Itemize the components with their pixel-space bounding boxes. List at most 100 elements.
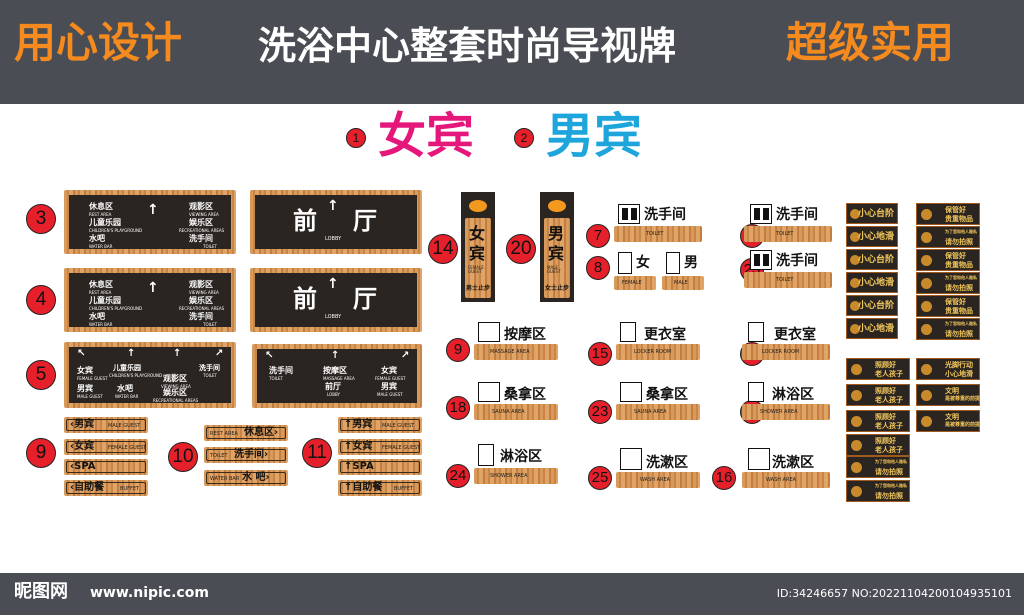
sign-en: FEMALE <box>622 280 642 286</box>
sign-cn: 洗手间 <box>644 207 686 223</box>
door-en: FEMALE GUEST <box>468 265 484 274</box>
notice-line-1: 光脚行动 <box>945 361 973 369</box>
label-toilet-en: TOILET <box>203 244 217 249</box>
notice-line-1: 照顾好 <box>875 361 896 369</box>
sign-cn: 按摩区 <box>504 327 546 343</box>
arrow-up-icon: ↑ <box>147 280 159 296</box>
notice-line-2: 是被尊重的前提 <box>945 422 981 428</box>
lobby-char-left: 前 <box>293 285 317 313</box>
label-rest-en: REST AREA <box>89 212 112 217</box>
door-char-2: 宾 <box>469 244 486 263</box>
door-char-1: 男 <box>548 224 565 243</box>
strip-label-en: TOILET <box>210 453 228 459</box>
sign-catalog: 1 女宾 2 男宾 3 休息区 REST AREA 儿童乐园 CHILDREN'… <box>0 104 1024 573</box>
label-female-en: FEMALE GUEST <box>375 376 406 381</box>
female-icon <box>618 252 632 274</box>
notice-line-1: 为了您和他人隐私 <box>945 275 977 280</box>
label-toilet: 洗手间 <box>189 312 213 321</box>
caution-sign: 小心台阶 <box>846 295 898 316</box>
label-bar: 水吧 <box>117 384 133 393</box>
warning-icon <box>850 255 860 265</box>
notice-line-2: 老人孩子 <box>875 446 903 454</box>
sign-en: SAUNA AREA <box>492 409 525 415</box>
label-male-en: MALE GUEST <box>77 394 103 399</box>
strip-rest-area: REST AREA 休息区› <box>204 425 288 441</box>
label-bar-en: WATER BAR <box>89 244 113 249</box>
sign-cn: 淋浴区 <box>500 449 542 465</box>
male-plate: MALE <box>662 276 704 290</box>
badge-11: 11 <box>302 438 332 468</box>
notice-sign: 光脚行动小心地滑 <box>916 358 980 380</box>
sauna-sign-18: SAUNA AREA <box>474 404 558 420</box>
strip-male-guest: ‹男宾 MALE GUEST <box>64 417 148 433</box>
notice-icon <box>851 462 862 473</box>
label-view-en: VIEWING AREA <box>189 212 219 217</box>
footer-bar: 昵图网 www.nipic.com ID:34246657 NO:2022110… <box>0 573 1024 615</box>
notice-line-2: 请勿拍照 <box>945 238 973 246</box>
label-rec: 娱乐区 <box>189 296 213 305</box>
door-sign-female: 女 宾 FEMALE GUEST 男士止步 <box>461 192 495 302</box>
badge-2: 2 <box>514 128 534 148</box>
footer-url[interactable]: www.nipic.com <box>90 585 209 601</box>
door-sign-male: 男 宾 MALE GUEST 女士止步 <box>540 192 574 302</box>
notice-line-2: 贵重物品 <box>945 261 973 269</box>
notice-icon <box>851 364 862 375</box>
strip-toilet: TOILET 洗手间› <box>204 447 288 463</box>
badge-1: 1 <box>346 128 366 148</box>
wash-sign-25: WASH AREA <box>616 472 700 488</box>
caution-text: 小心台阶 <box>857 301 894 311</box>
label-lobby-en: LOBBY <box>327 392 340 397</box>
door-en: MALE GUEST <box>547 265 561 274</box>
male-icon <box>666 252 680 274</box>
arrow-up-icon: ↑ <box>327 276 339 292</box>
caution-text: 小心地滑 <box>857 232 894 242</box>
notice-sign: 照顾好老人孩子 <box>846 384 910 406</box>
strip-female-guest: ‹女宾 FEMALE GUEST <box>64 439 148 455</box>
strip-spa-up: ↑SPA <box>338 459 422 475</box>
strip-label-en: REST AREA <box>210 431 238 437</box>
sign-cn: 桑拿区 <box>504 387 546 403</box>
strip-label: 水 吧 <box>242 472 266 483</box>
sign-en: MASSAGE AREA <box>490 349 530 355</box>
badge-16: 16 <box>712 466 736 490</box>
sign-en: MALE <box>674 280 688 286</box>
door-char-2: 宾 <box>548 244 565 263</box>
warning-icon <box>850 232 860 242</box>
notice-sign: 照顾好老人孩子 <box>846 410 910 432</box>
strip-male-guest-up: ↑男宾 MALE GUEST <box>338 417 422 433</box>
header-left-text: 用心设计 <box>14 18 183 67</box>
badge-25: 25 <box>588 466 612 490</box>
label-female: 女宾 <box>77 366 93 375</box>
notice-sign: 文明是被尊重的前提 <box>916 410 980 432</box>
footer-id: ID:34246657 NO:20221104200104935101 <box>776 587 1012 600</box>
sign-cn: 洗手间 <box>776 207 818 223</box>
sign-cn: 洗漱区 <box>772 455 814 471</box>
strip-label-en: MALE GUEST <box>108 423 141 429</box>
sign-en: WASH AREA <box>640 477 671 483</box>
label-bar-en: WATER BAR <box>115 394 139 399</box>
sign-en: LOCKER ROOM <box>762 349 800 355</box>
strip-female-guest-up: ↑女宾 FEMALE GUEST <box>338 439 422 455</box>
footer-logo: 昵图网 <box>14 581 68 602</box>
strip-label-en: FEMALE GUEST <box>382 445 421 451</box>
shower-sign-24b: SHOWER AREA <box>474 468 558 484</box>
notice-sign: 照顾好老人孩子 <box>846 434 910 456</box>
badge-23b: 23 <box>588 400 612 424</box>
notice-line-1: 照顾好 <box>875 387 896 395</box>
badge-8: 8 <box>586 256 610 280</box>
directory-sign-3: 休息区 REST AREA 儿童乐园 CHILDREN'S PLAYGROUND… <box>64 190 236 254</box>
notice-icon <box>851 440 862 451</box>
directory-sign-4: 休息区 REST AREA 儿童乐园 CHILDREN'S PLAYGROUND… <box>64 268 236 332</box>
caution-sign: 小心台阶 <box>846 203 898 224</box>
notice-line-1: 文明 <box>945 387 959 395</box>
notice-line-1: 照顾好 <box>875 437 896 445</box>
label-kids: 儿童乐园 <box>89 296 121 305</box>
label-male: 男宾 <box>381 382 397 391</box>
strip-label: 自助餐 <box>352 482 383 493</box>
label-female-en: FEMALE GUEST <box>77 376 108 381</box>
header-center-text: 洗浴中心整套时尚导视牌 <box>258 24 677 68</box>
caution-text: 小心台阶 <box>857 255 894 265</box>
sign-en: TOILET <box>776 277 794 283</box>
lamp-icon <box>469 200 487 212</box>
notice-icon <box>921 416 932 427</box>
